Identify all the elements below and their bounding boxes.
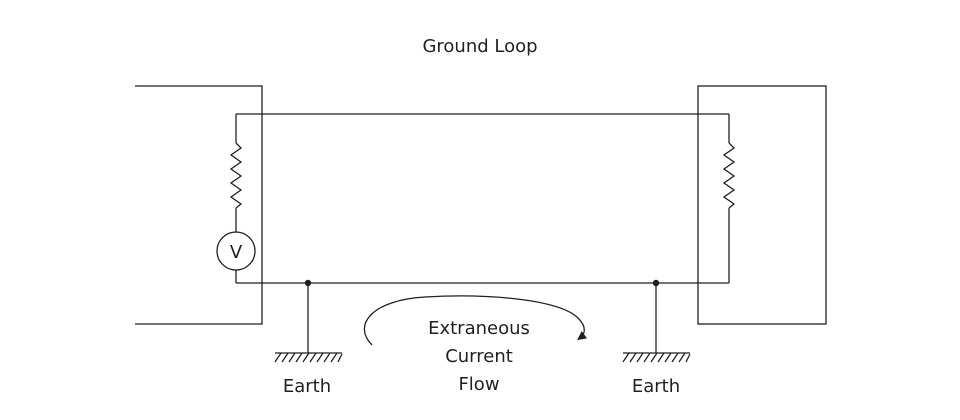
voltage-source-symbol: V (230, 242, 243, 263)
left-earth-label: Earth (283, 376, 331, 397)
diagram-title: Ground Loop (422, 36, 537, 57)
right-equipment-enclosure (697, 85, 827, 325)
flow-label-line-2: Current (445, 346, 513, 367)
right-earth-ground-icon (622, 352, 691, 363)
left-resistor-icon (229, 142, 243, 209)
left-equipment-enclosure (135, 85, 263, 325)
right-resistor-icon (722, 142, 736, 209)
left-earth-ground-icon (274, 352, 343, 363)
current-flow-arrow-icon (363, 295, 588, 346)
flow-label-line-3: Flow (458, 374, 499, 395)
right-earth-label: Earth (632, 376, 680, 397)
flow-label-line-1: Extraneous (428, 318, 530, 339)
voltage-source-icon: V (216, 231, 256, 271)
